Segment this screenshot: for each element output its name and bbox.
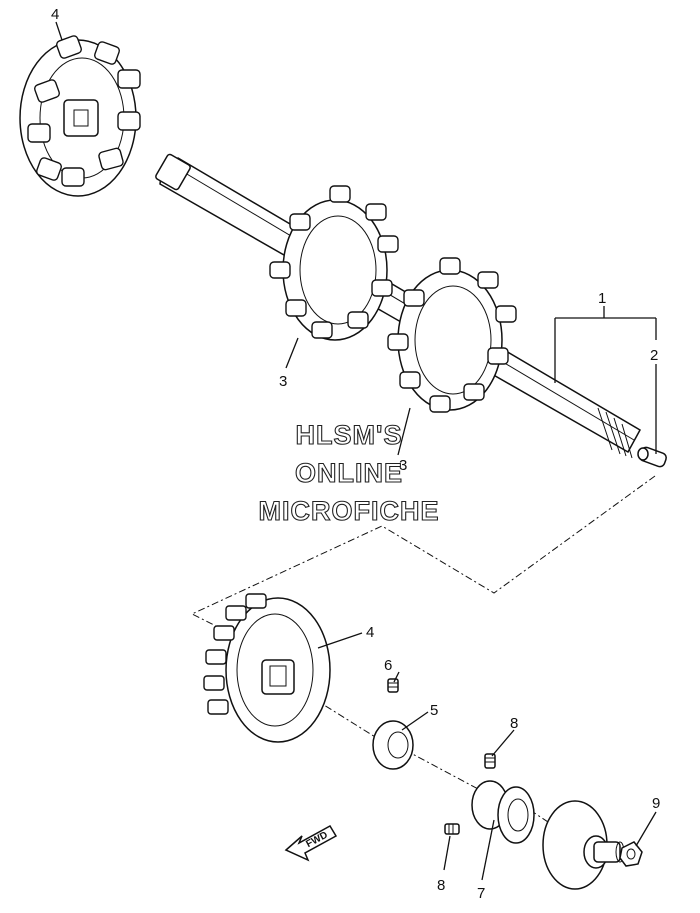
drive-shaft[interactable] bbox=[155, 153, 642, 459]
callout-5: 5 bbox=[430, 702, 438, 719]
callout-6: 6 bbox=[384, 657, 392, 674]
nut[interactable] bbox=[619, 841, 643, 867]
callout-4-bottom: 4 bbox=[366, 624, 374, 641]
watermark-line-3: MICROFICHE bbox=[259, 496, 440, 526]
set-screw-6[interactable] bbox=[387, 678, 399, 693]
sprocket-top-left[interactable] bbox=[19, 35, 141, 197]
collar[interactable] bbox=[372, 720, 414, 770]
callout-2: 2 bbox=[650, 347, 658, 364]
watermark-line-1: HLSM'S bbox=[296, 420, 403, 450]
set-screw-8-upper[interactable] bbox=[484, 753, 496, 769]
callout-4-top: 4 bbox=[51, 6, 59, 23]
leader-lines bbox=[55, 21, 657, 881]
callout-bracket-1-2 bbox=[554, 306, 657, 454]
sprocket-center-2[interactable] bbox=[387, 257, 517, 413]
fwd-arrow-icon: FWD bbox=[284, 824, 338, 862]
watermark: HLSM'S ONLINE MICROFICHE bbox=[258, 419, 440, 526]
callout-9: 9 bbox=[652, 795, 660, 812]
callout-1: 1 bbox=[598, 290, 606, 307]
sprocket-bottom[interactable] bbox=[203, 593, 331, 743]
callout-7: 7 bbox=[477, 885, 485, 902]
flange-hub[interactable] bbox=[542, 800, 625, 890]
callout-8-upper: 8 bbox=[510, 715, 518, 732]
callout-8-lower: 8 bbox=[437, 877, 445, 894]
set-screw-8-lower[interactable] bbox=[444, 823, 460, 835]
callout-3-right: 3 bbox=[399, 457, 407, 474]
watermark-line-2: ONLINE bbox=[295, 458, 403, 488]
bearing[interactable] bbox=[471, 780, 535, 844]
shaft-plug[interactable] bbox=[637, 446, 668, 468]
callout-3-left: 3 bbox=[279, 373, 287, 390]
sprocket-center-1[interactable] bbox=[269, 185, 399, 341]
